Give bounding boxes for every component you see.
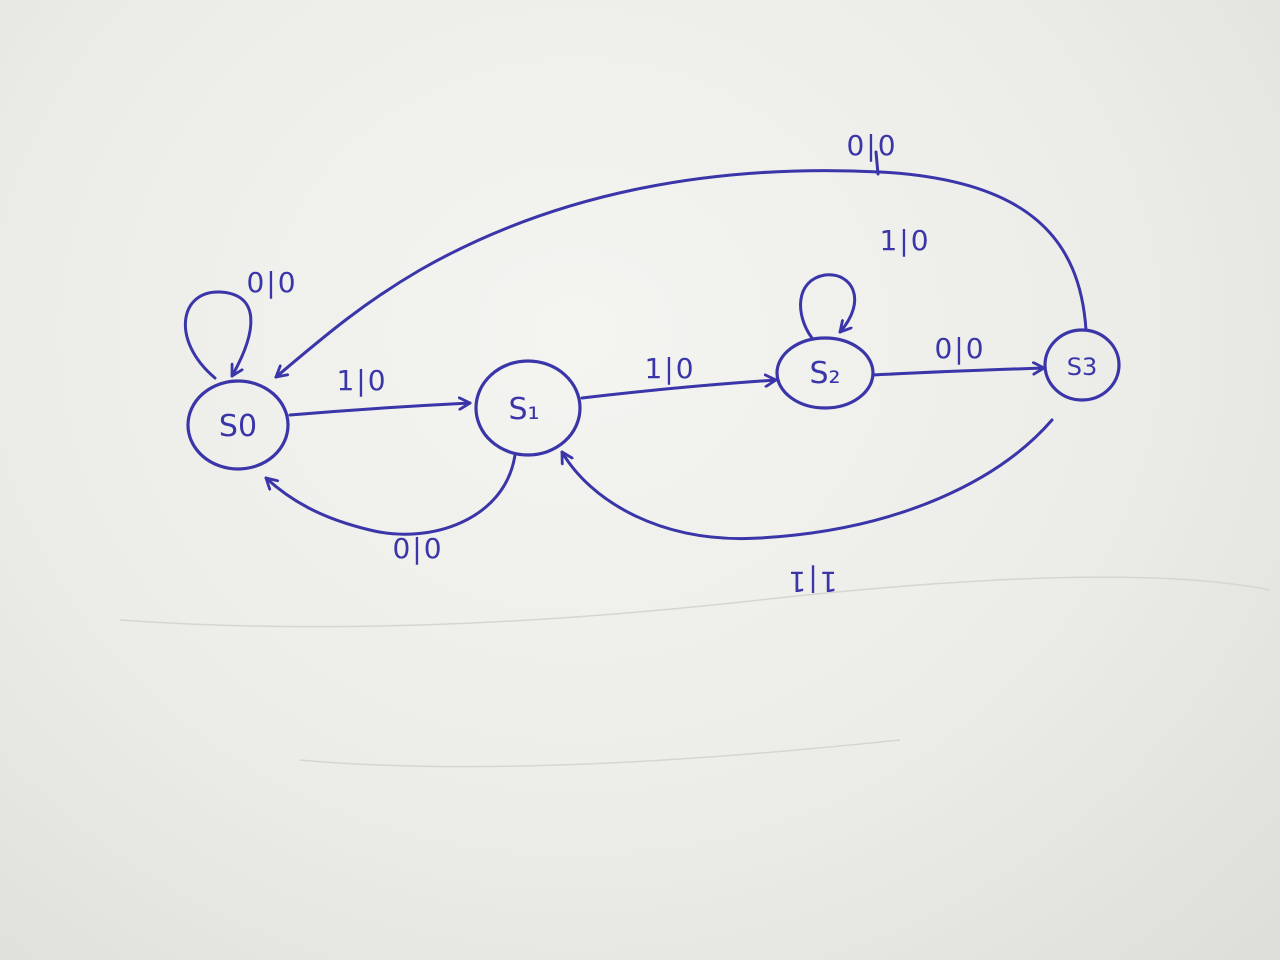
edge-s2-to-s3 <box>871 368 1046 377</box>
state-s0-circle <box>186 379 290 471</box>
state-s0-label: S0 <box>219 409 257 444</box>
paper-creases <box>119 576 1271 768</box>
edge-s1-to-s0-label: 0|0 <box>392 532 443 565</box>
edge-s3-to-s1 <box>560 418 1054 541</box>
edge-s3-to-s0-label: 0|0 <box>846 129 897 162</box>
edge-s3-to-s1-label: 1|1 <box>786 565 837 598</box>
edge-s0-to-s1 <box>288 403 472 417</box>
edge-s2-self-loop <box>799 273 857 340</box>
state-s1-circle <box>474 359 582 457</box>
state-s1: S₁ <box>474 359 582 457</box>
edge-s2-self-label: 1|0 <box>879 224 930 257</box>
edge-s1-to-s0 <box>264 453 517 536</box>
edge-s0-to-s1-label: 1|0 <box>336 364 387 397</box>
state-s2: S₂ <box>775 336 875 410</box>
edge-s0-self-label: 0|0 <box>246 266 297 299</box>
state-s1-label: S₁ <box>508 392 539 427</box>
edge-s1-to-s2 <box>580 380 778 400</box>
edge-s0-self-loop <box>183 290 253 380</box>
edge-s2-to-s3-label: 0|0 <box>934 332 985 365</box>
edge-s3-to-s0-tick <box>874 150 880 176</box>
state-s2-circle <box>775 336 875 410</box>
state-s3: S3 <box>1043 328 1121 402</box>
state-s0: S0 <box>186 379 290 471</box>
state-s3-label: S3 <box>1067 353 1098 381</box>
edge-s3-to-s0 <box>274 169 1088 379</box>
edge-s1-to-s2-label: 1|0 <box>644 352 695 385</box>
state-s2-label: S₂ <box>809 356 840 391</box>
